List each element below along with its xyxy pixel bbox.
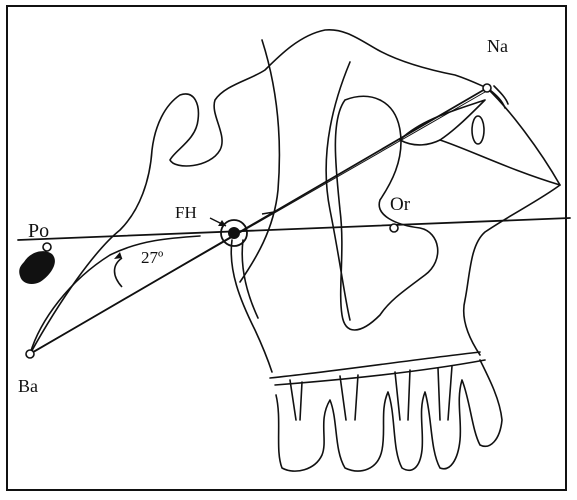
maxillary-sinus xyxy=(335,96,437,330)
fh-intersection-dot xyxy=(228,227,240,239)
nasion-label: Na xyxy=(487,36,508,56)
orbit-ellipse xyxy=(472,116,484,144)
orbitale-point xyxy=(390,224,398,232)
angle-label: 27º xyxy=(141,248,163,267)
nasal-contour xyxy=(440,140,560,185)
frankfort-horizontal-line xyxy=(18,218,570,240)
cranial-base-curve xyxy=(30,236,200,354)
porion-label: Po xyxy=(28,220,49,242)
tooth-roots xyxy=(290,366,452,420)
ptm-fissure xyxy=(231,240,272,372)
palatal-plane xyxy=(270,352,480,378)
porion-ear-marker xyxy=(19,251,55,284)
porion-point xyxy=(43,243,51,251)
palate-lower xyxy=(275,360,485,385)
basion-label: Ba xyxy=(18,376,38,396)
teeth-row xyxy=(276,360,502,471)
nasion-lashes xyxy=(490,86,508,108)
pterygoid-curve xyxy=(240,40,279,282)
skull-outline xyxy=(30,30,487,354)
basion-nasion-line-inner xyxy=(34,92,485,351)
nasion-point xyxy=(483,84,491,92)
angle-arc xyxy=(115,258,123,287)
fh-label: FH xyxy=(175,203,197,222)
orbitale-label: Or xyxy=(390,194,411,215)
basion-point xyxy=(26,350,34,358)
